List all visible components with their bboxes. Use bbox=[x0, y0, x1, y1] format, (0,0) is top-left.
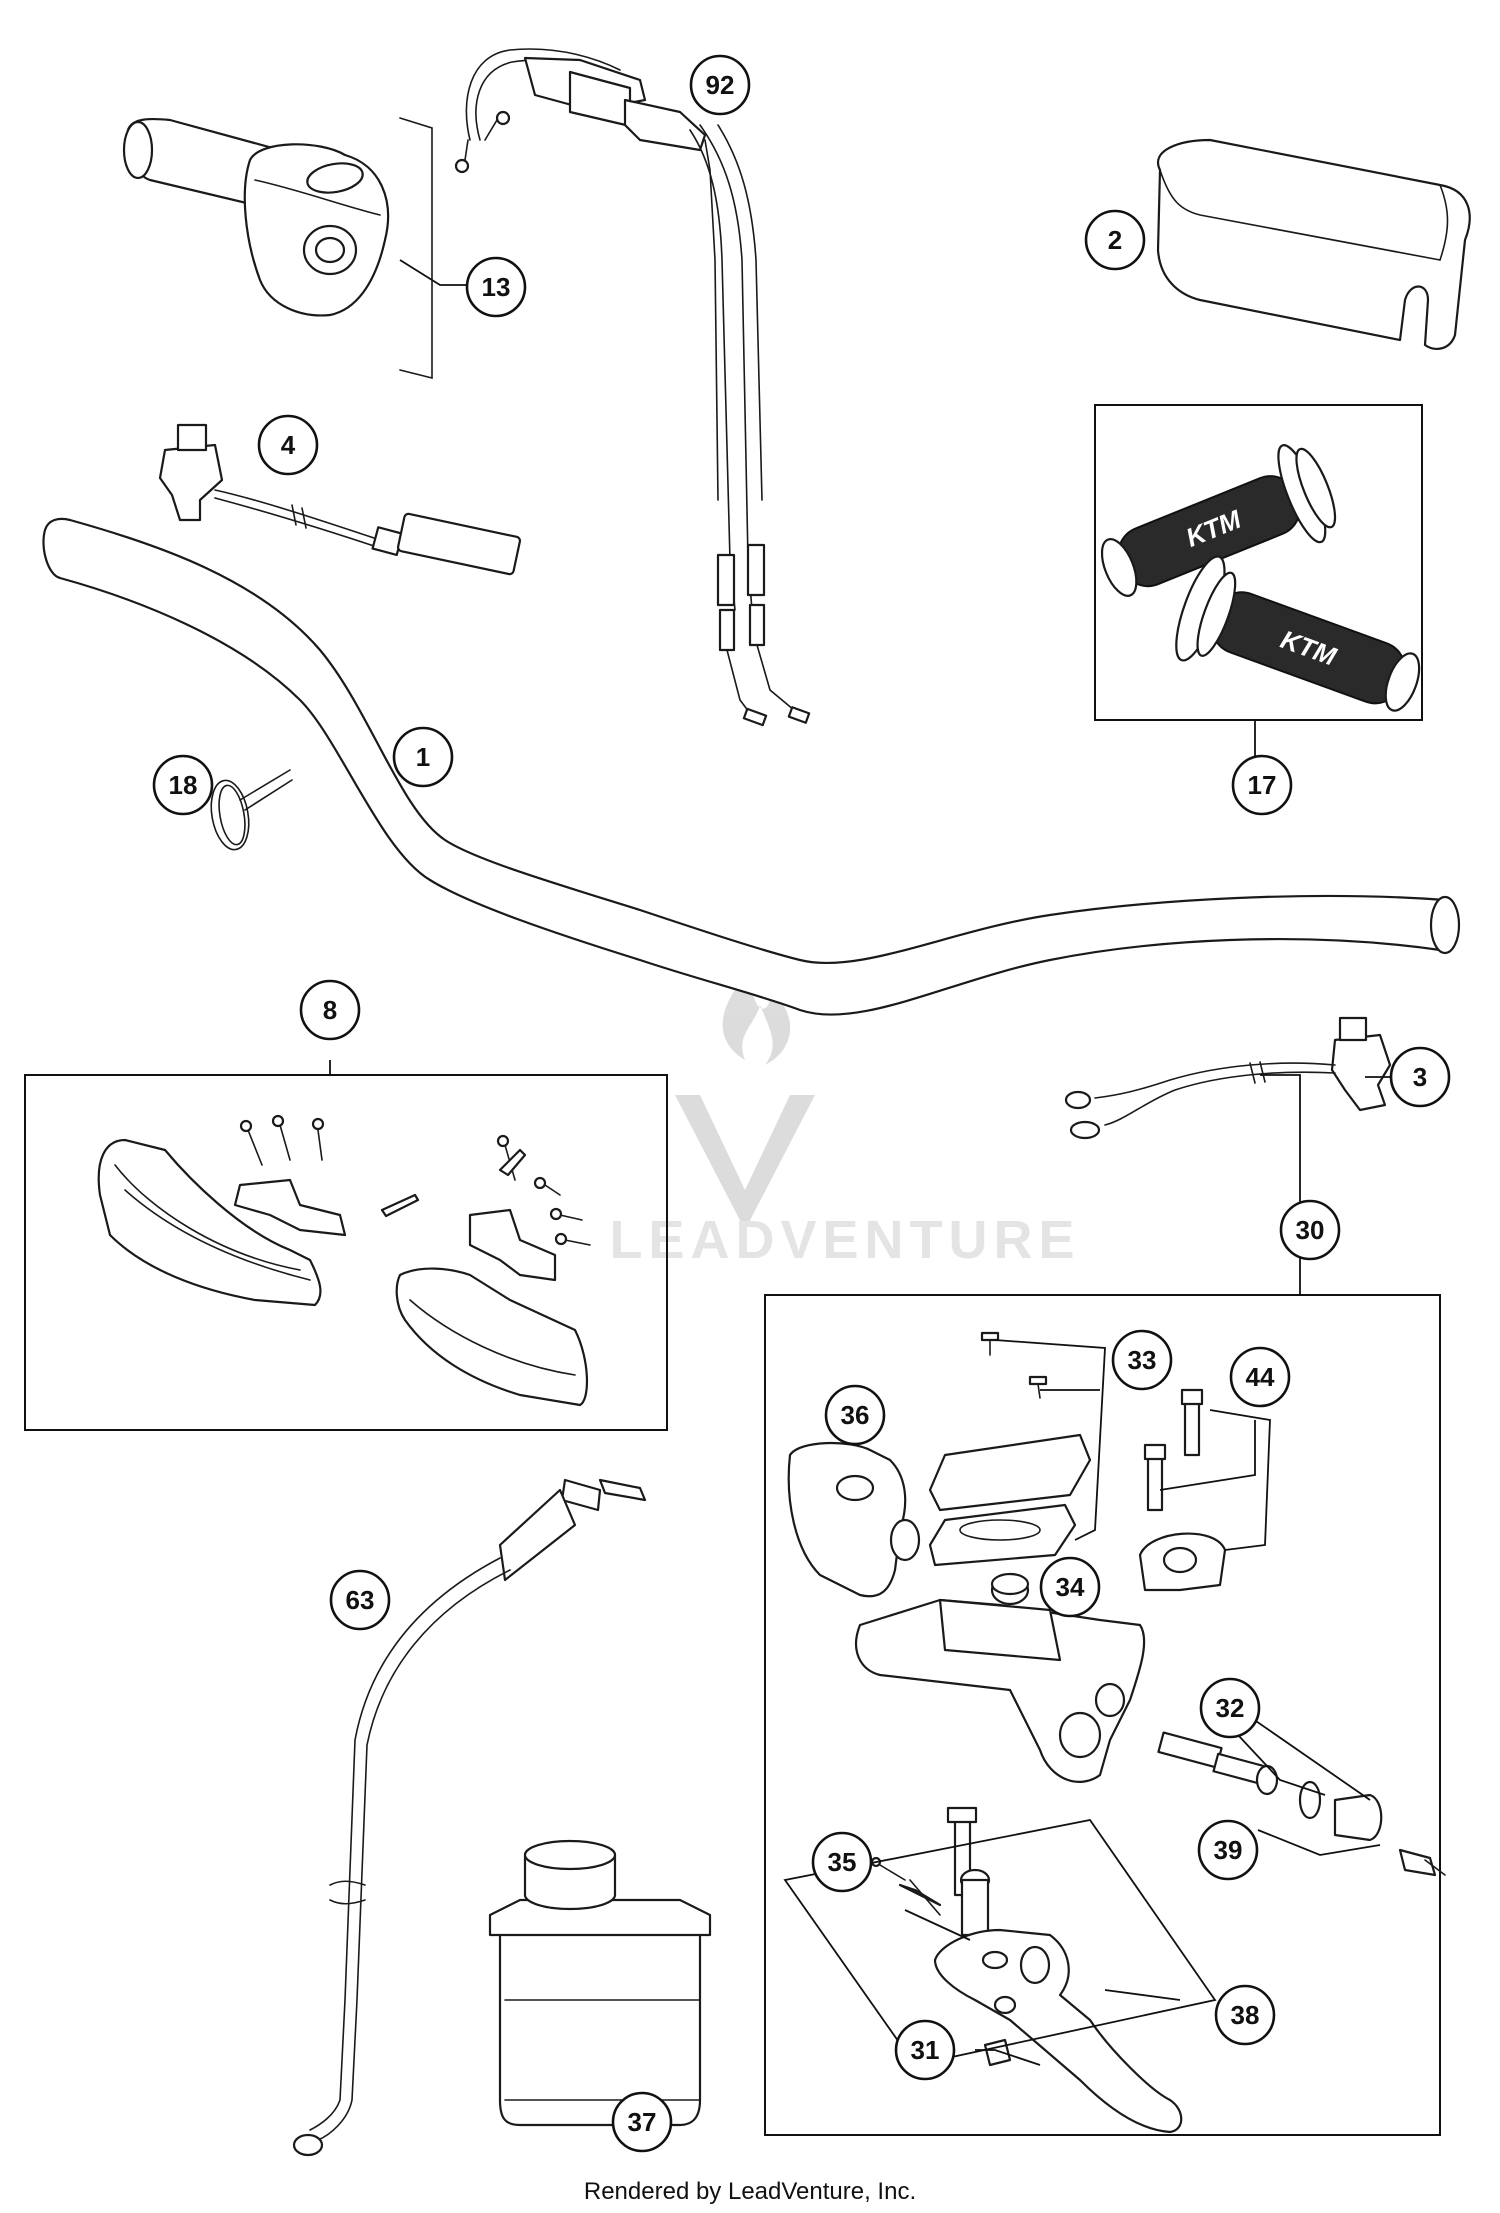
callout-3: 3 bbox=[1389, 1046, 1451, 1108]
handguards-frame bbox=[24, 1074, 668, 1431]
handguards[interactable] bbox=[97, 1114, 591, 1407]
svg-text:30: 30 bbox=[1296, 1215, 1325, 1245]
callout-17: 17 bbox=[1231, 754, 1293, 816]
svg-text:2: 2 bbox=[1108, 225, 1122, 255]
svg-text:37: 37 bbox=[628, 2107, 657, 2137]
left-switch[interactable] bbox=[158, 423, 522, 576]
svg-text:13: 13 bbox=[482, 272, 511, 302]
render-credit: Rendered by LeadVenture, Inc. bbox=[583, 2178, 917, 2205]
svg-text:3: 3 bbox=[1413, 1062, 1427, 1092]
callout-35: 35 bbox=[811, 1831, 873, 1893]
svg-text:18: 18 bbox=[169, 770, 198, 800]
right-switch[interactable] bbox=[1064, 1016, 1392, 1140]
callout-44: 44 bbox=[1229, 1346, 1291, 1408]
svg-text:34: 34 bbox=[1056, 1572, 1085, 1602]
svg-text:38: 38 bbox=[1231, 2000, 1260, 2030]
callout-39: 39 bbox=[1197, 1819, 1259, 1881]
svg-text:1: 1 bbox=[416, 742, 430, 772]
svg-text:33: 33 bbox=[1128, 1345, 1157, 1375]
throttle-cables[interactable] bbox=[454, 48, 811, 727]
master-cylinder-assembly[interactable] bbox=[783, 1331, 1446, 2134]
callout-34: 34 bbox=[1039, 1556, 1101, 1618]
handlebar[interactable] bbox=[42, 517, 1461, 1016]
callout-32: 32 bbox=[1199, 1677, 1261, 1739]
svg-text:35: 35 bbox=[828, 1847, 857, 1877]
svg-text:4: 4 bbox=[281, 430, 296, 460]
svg-text:17: 17 bbox=[1248, 770, 1277, 800]
leader-lines bbox=[260, 259, 1390, 2066]
watermark-text: LEADVENTURE bbox=[609, 1210, 1080, 1270]
callout-31: 31 bbox=[894, 2019, 956, 2081]
callout-92: 92 bbox=[689, 54, 751, 116]
throttle-assembly[interactable] bbox=[122, 117, 433, 380]
callout-30: 30 bbox=[1279, 1199, 1341, 1261]
callout-63: 63 bbox=[329, 1569, 391, 1631]
svg-text:39: 39 bbox=[1214, 1835, 1243, 1865]
svg-text:63: 63 bbox=[346, 1585, 375, 1615]
svg-text:44: 44 bbox=[1246, 1362, 1275, 1392]
grips[interactable]: KTM KTM bbox=[1087, 435, 1435, 738]
callout-37: 36 bbox=[824, 1384, 886, 1446]
svg-text:36: 36 bbox=[841, 1400, 870, 1430]
callout-8: 8 bbox=[299, 979, 361, 1041]
brake-fluid-bottle[interactable] bbox=[488, 1839, 712, 2127]
master-cylinder-frame bbox=[764, 1294, 1441, 2136]
callout-33: 33 bbox=[1111, 1329, 1173, 1391]
cable-tie[interactable] bbox=[206, 769, 293, 853]
callout-1: 1 bbox=[392, 726, 454, 788]
grips-frame bbox=[1094, 404, 1423, 721]
callout-2: 2 bbox=[1084, 209, 1146, 271]
svg-text:32: 32 bbox=[1216, 1693, 1245, 1723]
svg-text:8: 8 bbox=[323, 995, 337, 1025]
callout-18: 18 bbox=[152, 754, 214, 816]
callout-4: 4 bbox=[257, 414, 319, 476]
svg-text:92: 92 bbox=[706, 70, 735, 100]
handlebar-pad[interactable] bbox=[1156, 138, 1471, 350]
callout-36: 37 bbox=[611, 2091, 673, 2153]
callout-38: 38 bbox=[1214, 1984, 1276, 2046]
leadventure-watermark: LEADVENTURE bbox=[609, 987, 1080, 1270]
svg-text:31: 31 bbox=[911, 2035, 940, 2065]
hydraulic-hose[interactable] bbox=[292, 1478, 647, 2157]
callout-13: 13 bbox=[465, 256, 527, 318]
